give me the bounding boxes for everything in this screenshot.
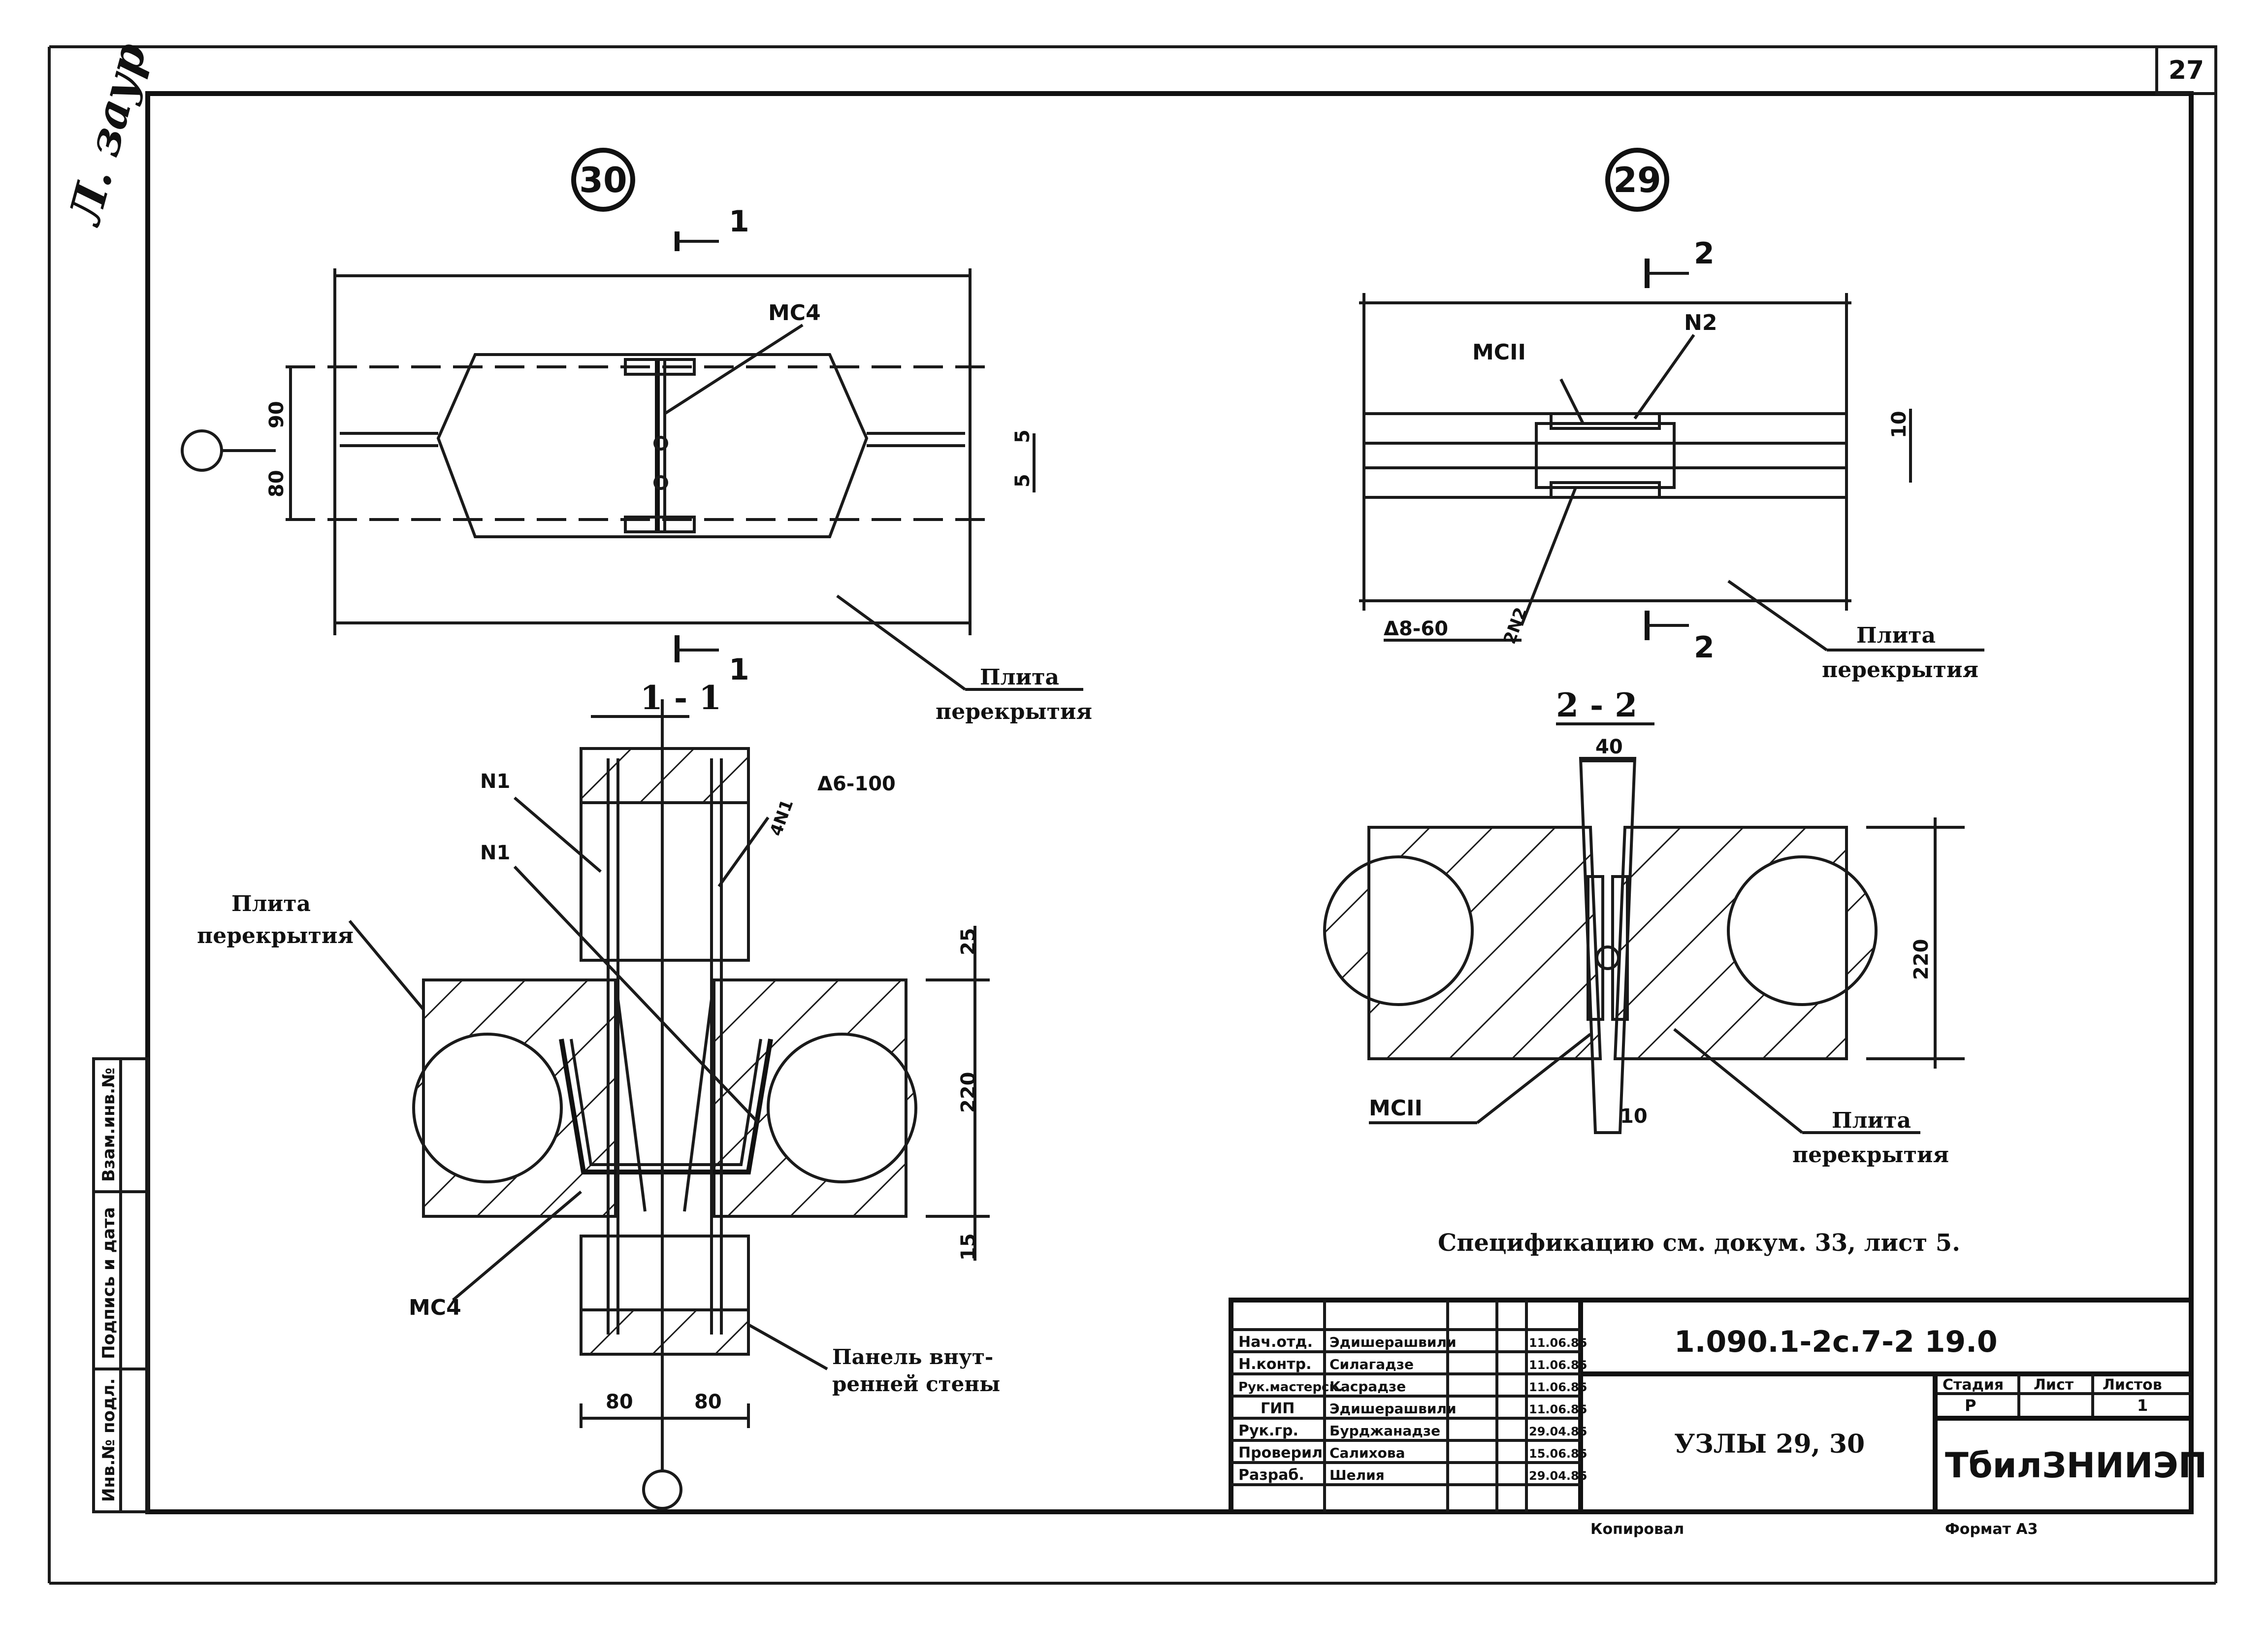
- date-3: 11.06.85: [1529, 1402, 1587, 1416]
- section-1-1-weld-note: Δ6-100: [817, 773, 896, 795]
- date-5: 15.06.85: [1529, 1447, 1587, 1461]
- section-1-1-slab-label-2: перекрытия: [197, 923, 354, 948]
- document-code: 1.090.1-2с.7-2 19.0: [1674, 1325, 1998, 1359]
- handwritten-note: Л. заур: [58, 37, 157, 231]
- section-1-1-n1-a: N1: [480, 770, 510, 793]
- role-2: Рук.мастерск.: [1238, 1380, 1343, 1395]
- node-29-slab-label-2: перекрытия: [1822, 657, 1978, 683]
- format-label: Формат А3: [1945, 1521, 2038, 1538]
- section-1-1-mc4-label: МС4: [409, 1295, 461, 1320]
- side-stamp-replace-inv: Взам.инв.№: [99, 1068, 119, 1182]
- date-6: 29.04.85: [1529, 1469, 1587, 1483]
- node-29-marker: 29: [1613, 160, 1661, 200]
- name-0: Эдишерашвили: [1329, 1334, 1457, 1350]
- side-stamp-sign-date: Подпись и дата: [99, 1207, 119, 1359]
- node-29-slab-label-1: Плита: [1856, 623, 1936, 648]
- node-30-dim-90: 90: [265, 401, 288, 428]
- name-1: Силагадзе: [1329, 1356, 1414, 1372]
- role-6: Разраб.: [1238, 1466, 1304, 1484]
- section-1-1-panel-label-2: ренней стены: [832, 1372, 1000, 1396]
- node-29-section-mark-bottom: 2: [1694, 630, 1715, 665]
- organization: ТбилЗНИИЭП: [1945, 1445, 2207, 1486]
- node-30-marker: 30: [579, 160, 627, 200]
- title-block-dates: 11.06.85 11.06.85 11.06.85 11.06.85 29.0…: [1529, 1336, 1587, 1483]
- side-stamp: [92, 1057, 149, 1513]
- sheet-header: Лист: [2034, 1376, 2074, 1394]
- name-3: Эдишерашвили: [1329, 1401, 1457, 1417]
- section-1-1-4n1: 4N1: [766, 797, 798, 839]
- name-5: Салихова: [1329, 1445, 1405, 1461]
- sheet-number: 27: [2169, 56, 2204, 85]
- section-1-1-dim-25: 25: [957, 928, 980, 955]
- date-1: 11.06.85: [1529, 1358, 1587, 1372]
- stage-header: Стадия: [1943, 1376, 2004, 1394]
- side-stamp-inv-original: Инв.№ подл.: [99, 1378, 119, 1502]
- section-2-2-slab-label-2: перекрытия: [1792, 1142, 1949, 1168]
- date-0: 11.06.85: [1529, 1336, 1587, 1350]
- role-1: Н.контр.: [1238, 1356, 1311, 1373]
- role-5: Проверил: [1238, 1444, 1323, 1462]
- node-30-slab-label-2: перекрытия: [936, 699, 1092, 724]
- date-2: 11.06.85: [1529, 1380, 1587, 1394]
- sheet-frame: [48, 45, 2217, 1585]
- node-30-section-mark-top: 1: [729, 204, 749, 239]
- node-30-dim-80: 80: [265, 470, 288, 497]
- node-29-section-mark-top: 2: [1694, 236, 1715, 271]
- specification-note: Спецификацию см. докум. 33, лист 5.: [1438, 1229, 1960, 1257]
- role-4: Рук.гр.: [1238, 1422, 1298, 1439]
- node-29-dim-10: 10: [1888, 411, 1911, 438]
- name-6: Шелия: [1329, 1467, 1385, 1483]
- section-2-2-dim-10: 10: [1620, 1105, 1648, 1128]
- section-1-1-n1-b: N1: [480, 842, 510, 864]
- node-29-weld-count: 2N2: [1500, 605, 1531, 647]
- section-1-1-panel-label-1: Панель внут-: [832, 1345, 993, 1369]
- date-4: 29.04.85: [1529, 1425, 1587, 1438]
- role-3: ГИП: [1261, 1400, 1295, 1417]
- section-2-2-slab-label-1: Плита: [1832, 1108, 1911, 1133]
- title-block-names: Эдишерашвили Силагадзе Касрадзе Эдишераш…: [1329, 1334, 1457, 1483]
- section-2-2-title: 2 - 2: [1556, 686, 1637, 724]
- section-1-1-dim-220: 220: [957, 1072, 980, 1113]
- section-1-1-dim-80a: 80: [606, 1391, 633, 1413]
- node-30-section-mark-bottom: 1: [729, 652, 749, 687]
- node-29-plan: [1359, 148, 1984, 652]
- node-29-weld-note: Δ8-60: [1384, 618, 1448, 640]
- drawing-title: УЗЛЫ 29, 30: [1674, 1429, 1865, 1459]
- section-2-2-mc11-label: МСII: [1369, 1096, 1423, 1121]
- stage-value: Р: [1965, 1396, 1976, 1415]
- name-4: Бурджанадзе: [1329, 1423, 1440, 1439]
- section-1-1-title: 1 - 1: [640, 679, 721, 717]
- node-30-plan: [181, 148, 1083, 691]
- copied-label: Копировал: [1590, 1521, 1684, 1538]
- node-30-mc4-label: МС4: [768, 300, 821, 326]
- section-1-1: [348, 699, 990, 1510]
- section-1-1-dim-80b: 80: [694, 1391, 722, 1413]
- section-2-2-dim-220: 220: [1910, 939, 1933, 980]
- node-29-n2-label: N2: [1684, 310, 1717, 335]
- sheets-value: 1: [2137, 1396, 2148, 1415]
- title-block: [1229, 1298, 2194, 1514]
- sheets-header: Листов: [2103, 1376, 2162, 1394]
- node-30-slab-label-1: Плита: [980, 665, 1059, 690]
- name-2: Касрадзе: [1329, 1378, 1406, 1395]
- section-2-2-dim-40: 40: [1595, 736, 1623, 758]
- section-1-1-dim-15: 15: [957, 1233, 980, 1261]
- title-block-roles: Нач.отд. Н.контр. Рук.мастерск. ГИП Рук.…: [1238, 1334, 1343, 1484]
- node-30-dim-5a: 5: [1011, 429, 1034, 443]
- role-0: Нач.отд.: [1238, 1334, 1313, 1351]
- section-1-1-slab-label-1: Плита: [231, 891, 311, 916]
- section-2-2: [1323, 722, 1965, 1134]
- node-30-dim-5b: 5: [1011, 474, 1034, 488]
- node-29-mc11-label: МСII: [1472, 340, 1526, 365]
